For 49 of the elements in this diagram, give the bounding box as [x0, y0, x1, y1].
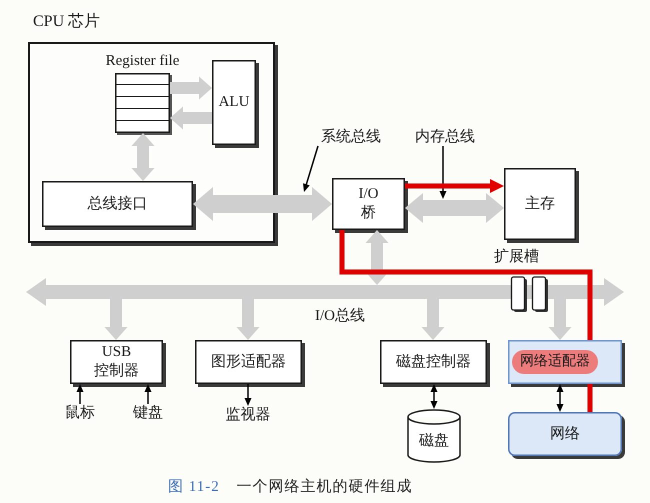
arrow	[405, 179, 504, 193]
register-heading: Register file	[106, 52, 180, 70]
alu-box	[212, 60, 256, 145]
disk-label: 磁盘	[419, 432, 449, 450]
device-label: 监视器	[223, 406, 273, 424]
arrow	[422, 299, 444, 340]
box-label: 图形适配器	[211, 352, 286, 372]
arrow	[144, 384, 152, 404]
double-arrow	[132, 133, 154, 181]
double-arrow	[193, 187, 332, 221]
bus-name-label: 内存总线	[412, 128, 478, 146]
figure-caption: 图 11-2 一个网络主机的硬件组成	[168, 477, 412, 497]
box-label: 主存	[525, 194, 555, 214]
double-arrow	[405, 193, 504, 223]
line	[588, 384, 592, 412]
box-label: 网络	[550, 424, 580, 444]
controller-box	[70, 340, 163, 384]
bus-name-label: 系统总线	[318, 128, 384, 146]
box-label: 总线接口	[88, 194, 148, 214]
adapter-box	[195, 340, 302, 384]
double-arrow	[556, 384, 564, 412]
network-box	[508, 412, 622, 456]
arrow	[244, 384, 252, 406]
memory-box	[504, 168, 576, 240]
double-arrow	[366, 230, 388, 285]
controller-box	[380, 340, 487, 384]
chip-heading: CPU 芯片	[33, 12, 100, 32]
highlighted-label: 网络适配器	[512, 350, 598, 374]
arrow	[170, 106, 212, 130]
arrow	[76, 384, 84, 404]
device-label: 键盘	[131, 404, 165, 422]
adapter-box	[508, 340, 622, 384]
box-label: 磁盘控制器	[396, 352, 471, 372]
device-label: 鼠标	[63, 404, 97, 422]
bus-interface-box	[42, 181, 193, 227]
box-label: ALU	[218, 93, 250, 112]
arrow	[170, 76, 212, 100]
box-label: I/O 桥	[358, 185, 380, 223]
arrow	[104, 299, 128, 340]
slot-label: 扩展槽	[494, 248, 539, 266]
arrow	[236, 299, 260, 340]
bus-label: I/O总线	[315, 307, 365, 325]
leader-arrow	[440, 146, 446, 199]
box-label: USB 控制器	[93, 343, 140, 381]
double-arrow	[430, 384, 438, 409]
bridge-box	[332, 178, 405, 230]
disk-cylinder	[407, 409, 461, 463]
leader-arrow	[303, 146, 319, 192]
line	[340, 230, 592, 340]
